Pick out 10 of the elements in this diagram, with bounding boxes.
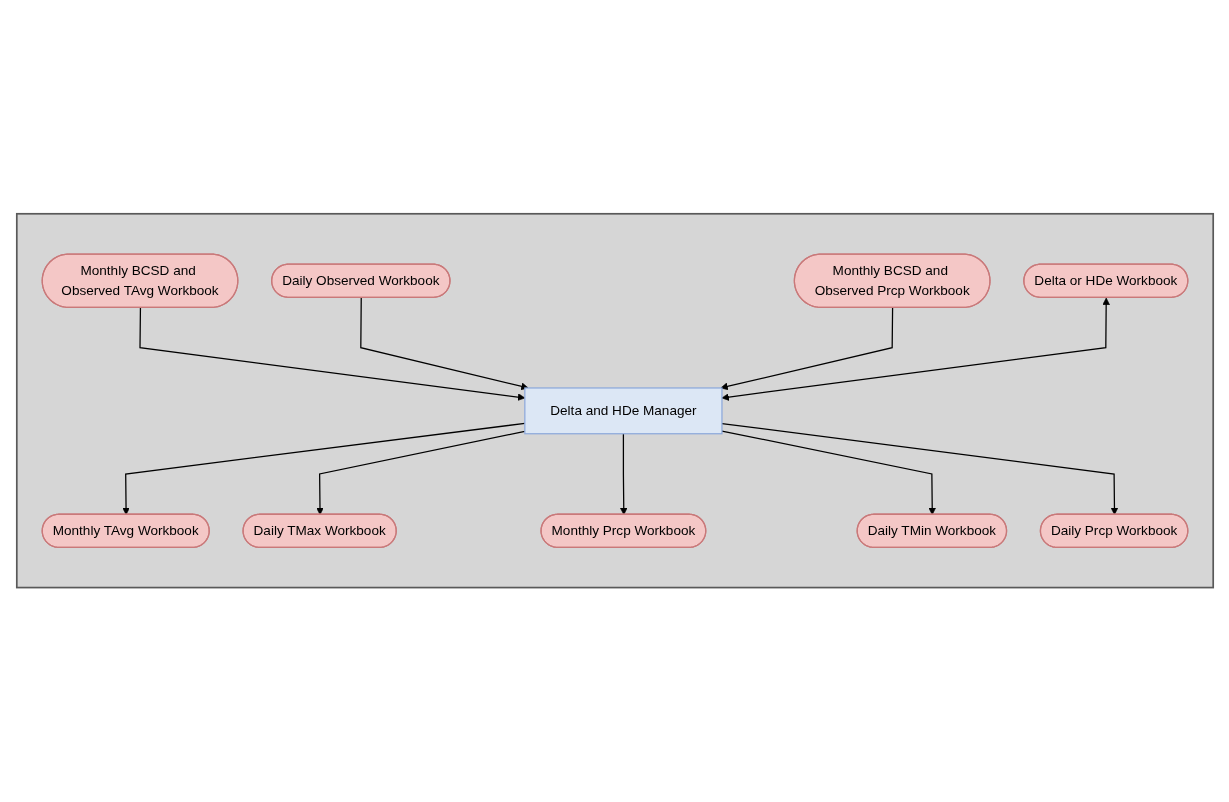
arrow — [359, 297, 529, 391]
node-box: Delta and HDe Manager — [523, 387, 723, 435]
cluster — [15, 213, 1214, 589]
arrow — [619, 433, 627, 516]
arrow — [138, 307, 525, 402]
arrow — [315, 431, 525, 516]
arrow — [720, 423, 1118, 516]
arrow — [720, 430, 936, 516]
arrow — [721, 298, 1110, 402]
arrow — [121, 423, 525, 516]
